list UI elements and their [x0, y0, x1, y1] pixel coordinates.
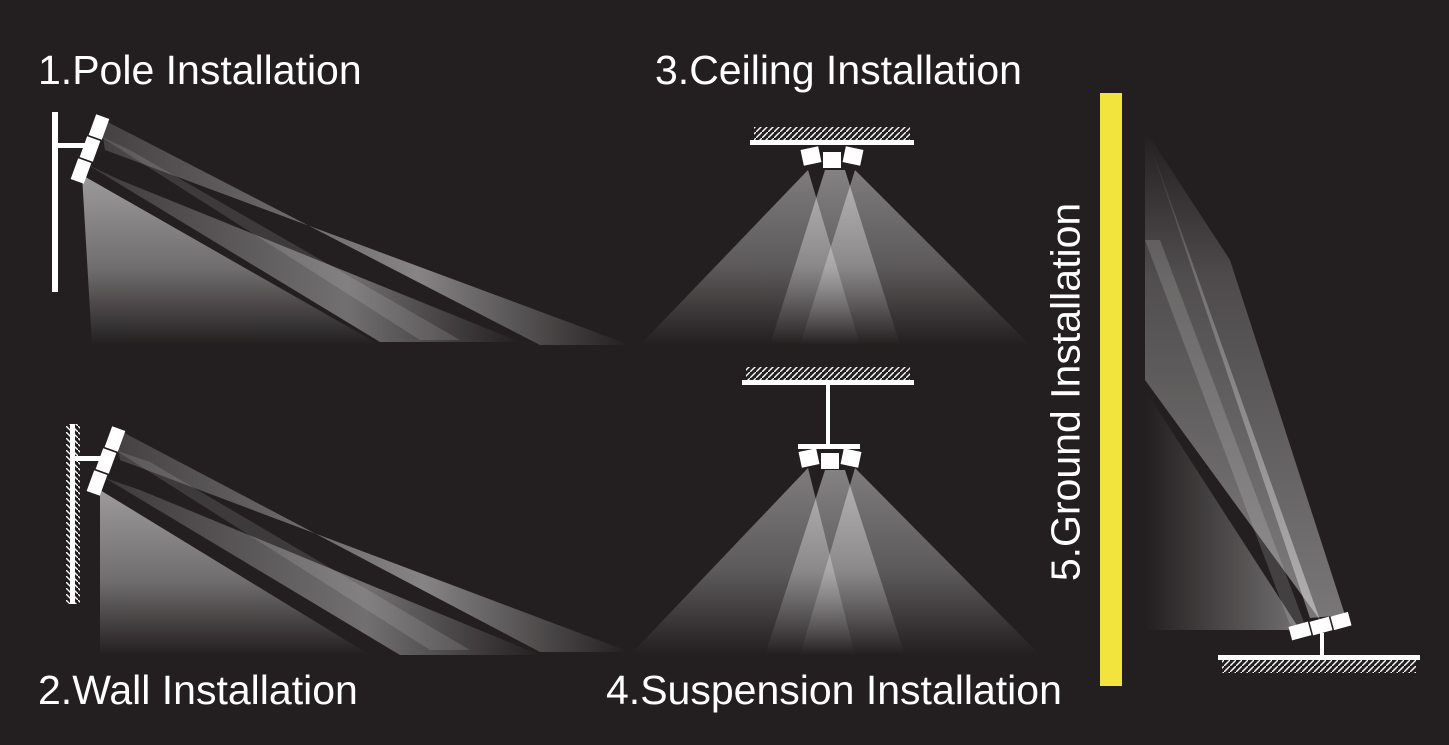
fixture — [800, 146, 864, 168]
suspension-mount-icon — [742, 367, 914, 449]
ceiling-mount-icon — [750, 127, 914, 145]
ground-installation-figure — [1145, 130, 1420, 673]
fixture — [86, 426, 126, 496]
pole-installation-figure — [52, 112, 630, 345]
light-beam — [640, 170, 1030, 345]
light-beam — [82, 118, 630, 345]
wall-installation-figure — [66, 424, 630, 655]
ceiling-installation-figure — [640, 127, 1030, 345]
wall-mount-icon — [66, 424, 80, 604]
fixture — [1288, 611, 1352, 641]
wall-installation-label: 2.Wall Installation — [38, 667, 358, 713]
suspension-installation-figure — [630, 367, 1040, 655]
ground-installation-label: 5.Ground Installation — [1042, 202, 1089, 582]
ceiling-installation-label: 3.Ceiling Installation — [655, 47, 1022, 93]
fixture — [70, 114, 110, 184]
ground-mount-icon — [1218, 633, 1420, 673]
accent-bar — [1100, 93, 1122, 686]
light-beam — [630, 468, 1040, 655]
pole-mount-icon — [52, 112, 58, 292]
fixture — [798, 448, 862, 469]
pole-installation-label: 1.Pole Installation — [38, 47, 362, 93]
light-beam — [100, 428, 630, 655]
light-beam — [1145, 130, 1345, 630]
suspension-installation-label: 4.Suspension Installation — [606, 667, 1062, 713]
